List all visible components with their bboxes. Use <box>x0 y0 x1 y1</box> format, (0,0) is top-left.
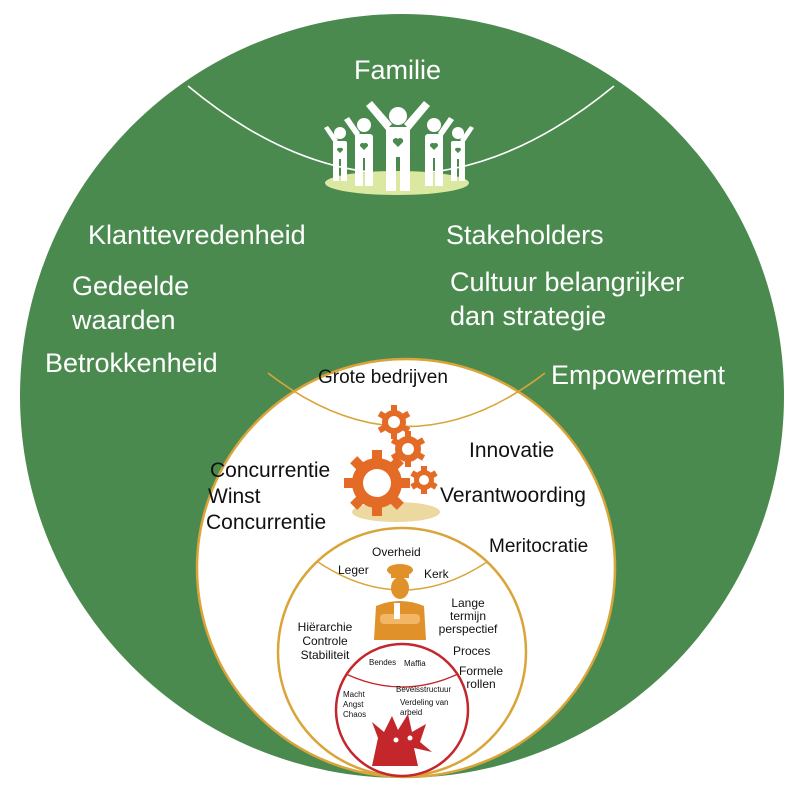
outer-left-item: waarden <box>72 305 176 335</box>
inner-right-item: Proces <box>453 644 491 658</box>
core-right-item: arbeid <box>400 708 423 717</box>
family-icon <box>324 101 474 195</box>
inner-left-item: Stabiliteit <box>300 648 350 662</box>
officer-icon <box>374 564 426 640</box>
wolf-icon <box>372 714 432 766</box>
outer-right-item: Cultuur belangrijker <box>450 267 685 297</box>
inner-left-item: Hiërarchie <box>297 620 353 634</box>
core-top-arc <box>345 673 459 688</box>
gears-icon <box>344 405 440 522</box>
core-top-right: Maffia <box>404 659 426 668</box>
middle-right-item: Verantwoording <box>440 484 586 507</box>
outer-right-item: Empowerment <box>551 360 726 390</box>
core-right-item: Bevelsstructuur <box>396 685 452 694</box>
outer-right-item: dan strategie <box>450 301 607 331</box>
outer-left-item: Gedeelde <box>72 271 190 301</box>
middle-title: Grote bedrijven <box>318 367 448 388</box>
inner-right-item: rollen <box>466 677 496 691</box>
outer-right-item: Stakeholders <box>446 220 604 250</box>
outer-left-item: Klanttevredenheid <box>88 220 306 250</box>
inner-left-item: Controle <box>302 634 348 648</box>
middle-left-item: Concurrentie <box>206 511 327 534</box>
inner-right-item: Lange <box>451 596 485 610</box>
middle-right-item: Meritocratie <box>489 536 589 557</box>
core-left-item: Chaos <box>343 710 367 719</box>
inner-right-item: Formele <box>458 664 503 678</box>
inner-right-item: perspectief <box>438 622 498 636</box>
core-top-left: Bendes <box>369 658 397 667</box>
outer-left-item: Betrokkenheid <box>45 348 218 378</box>
core-left-item: Angst <box>343 700 364 709</box>
core-right-item: Verdeling van <box>400 698 449 707</box>
middle-left-item: Concurrentie <box>210 459 331 482</box>
middle-left-item: Winst <box>208 485 261 508</box>
inner-top-left: Leger <box>338 563 369 577</box>
inner-title: Overheid <box>372 545 421 559</box>
core-left-item: Macht <box>343 690 365 699</box>
middle-right-item: Innovatie <box>469 439 555 462</box>
core-circle <box>334 642 470 778</box>
inner-right-item: termijn <box>449 609 486 623</box>
inner-top-right: Kerk <box>424 567 449 581</box>
outer-title: Familie <box>354 55 442 85</box>
